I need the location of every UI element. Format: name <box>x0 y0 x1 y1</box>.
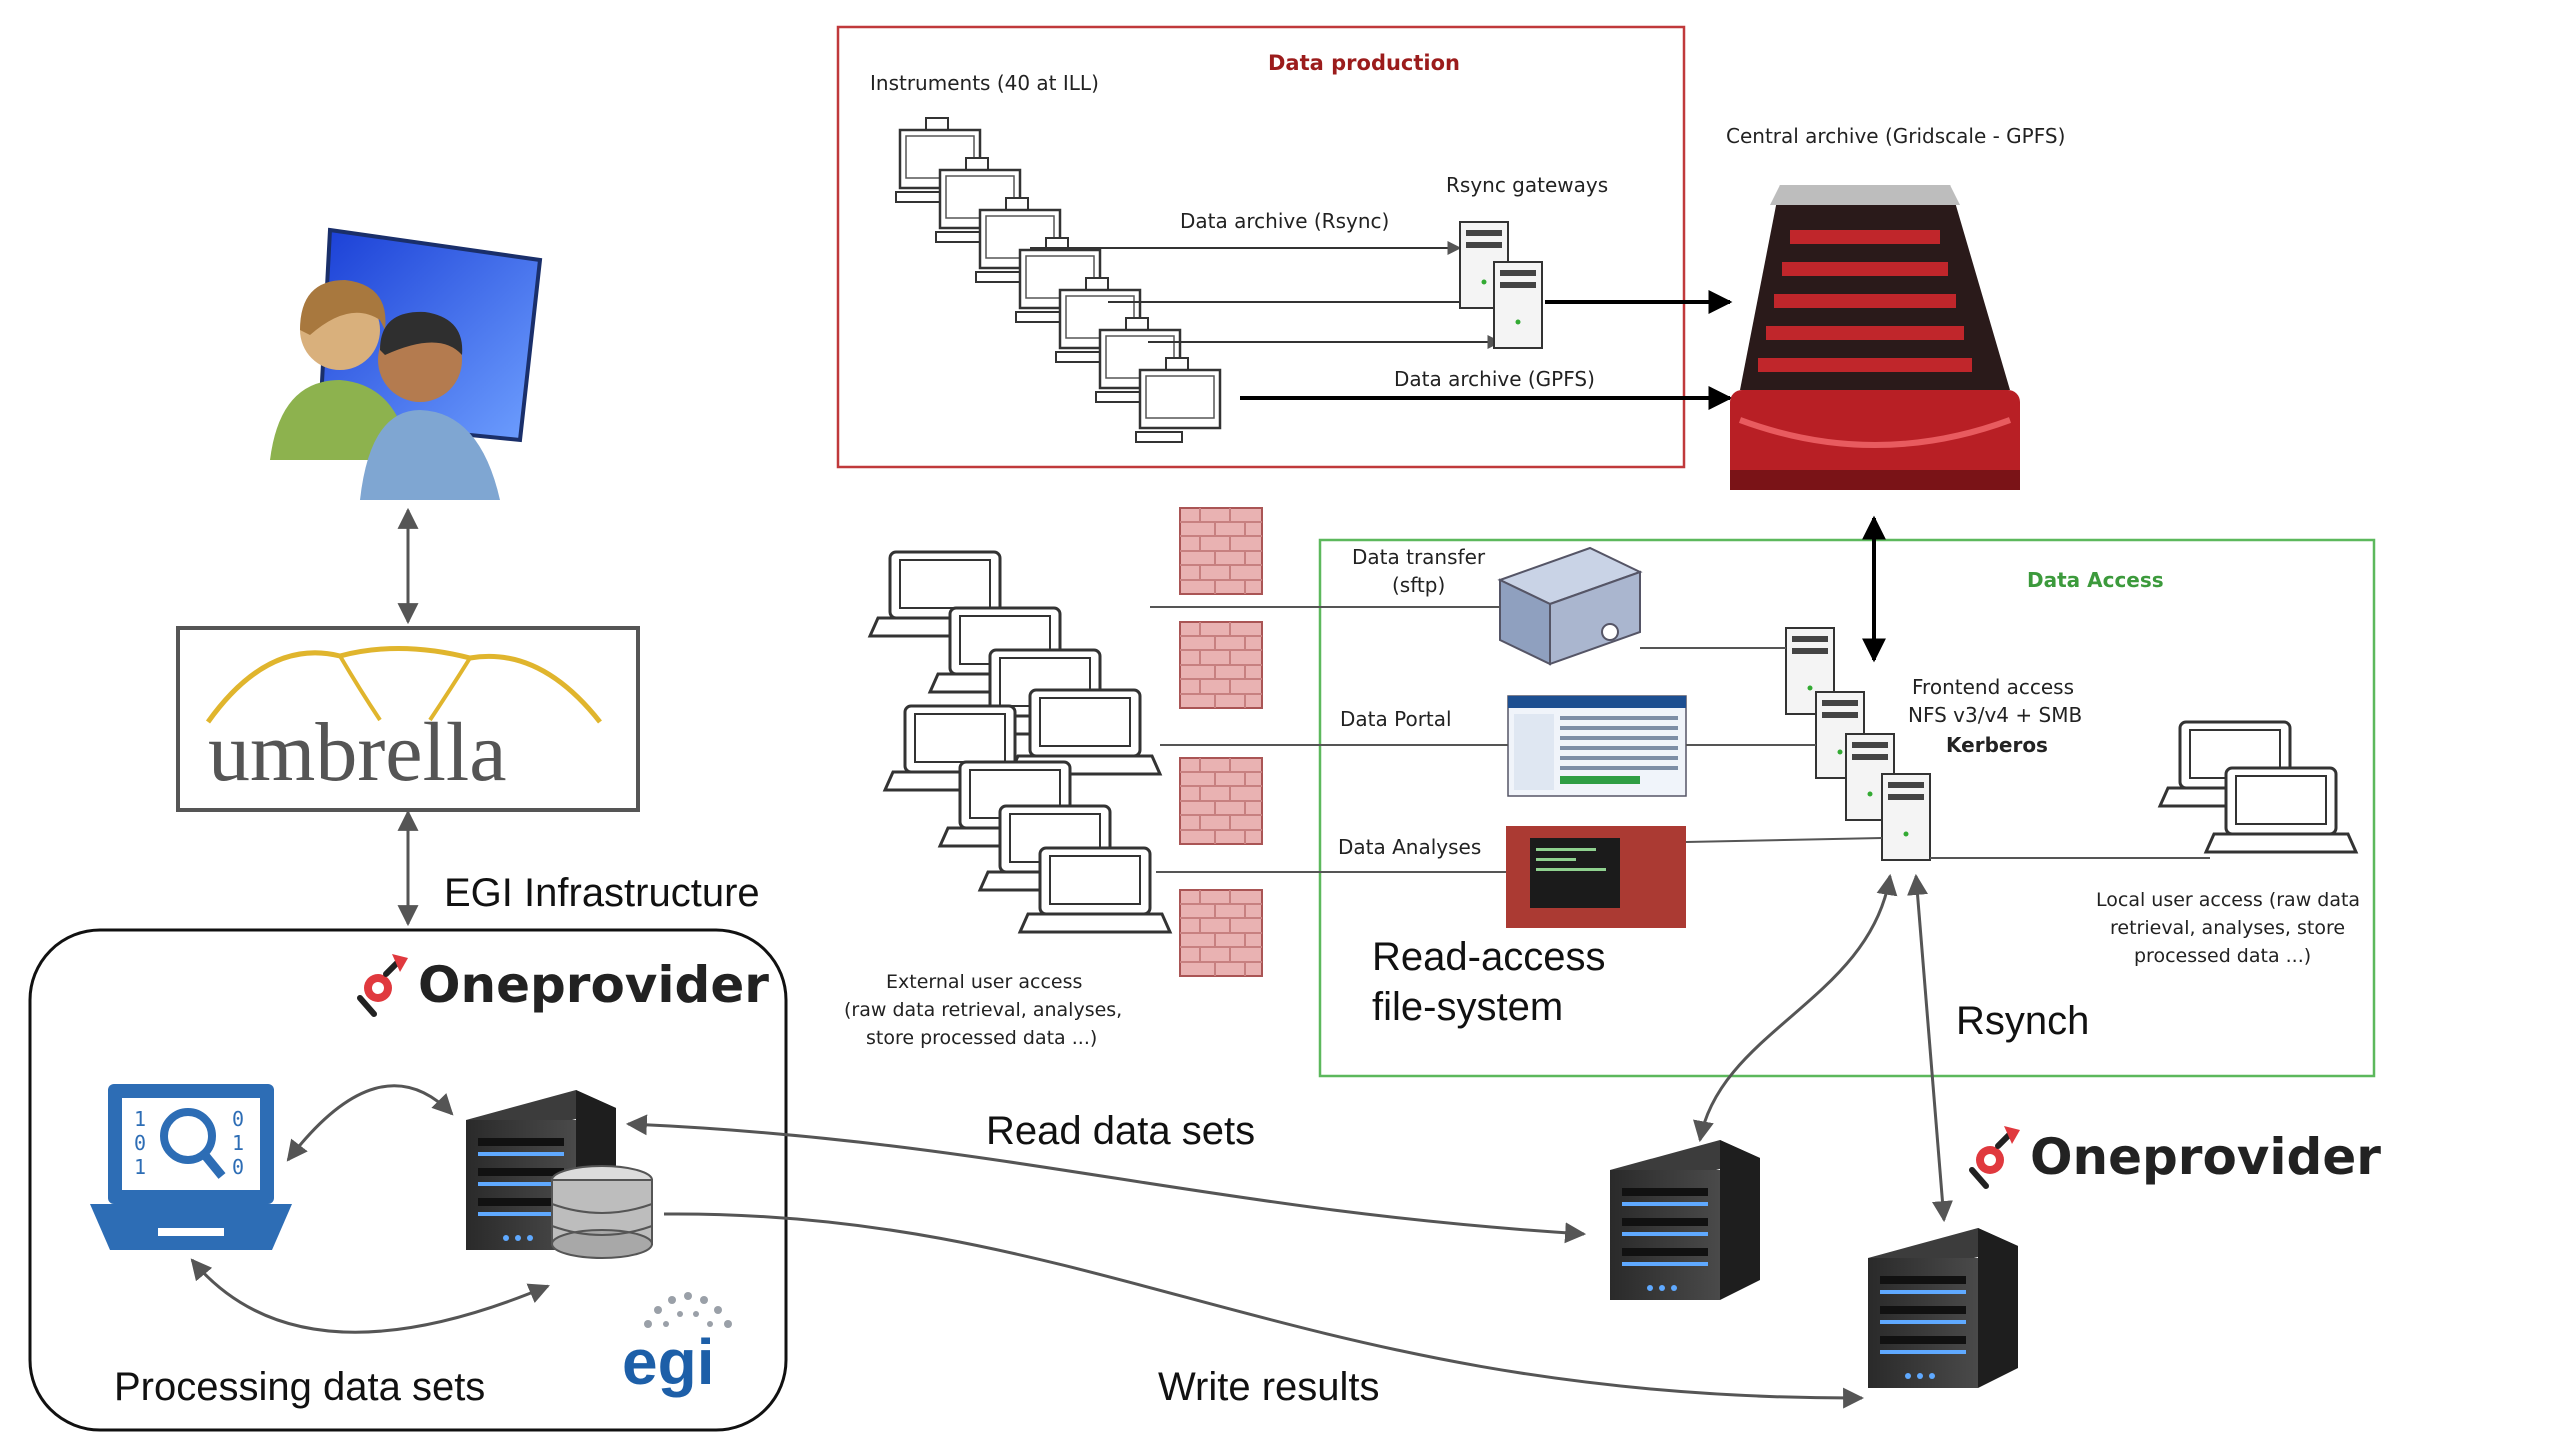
data-portal-screenshot <box>1507 695 1687 797</box>
central-archive-storage <box>1730 185 2020 490</box>
data-production-box <box>836 25 1686 469</box>
processing-arrow-top <box>286 1084 454 1162</box>
local-user-label-3: processed data ...) <box>2134 945 2311 967</box>
rsync-gateways-label: Rsync gateways <box>1446 173 1608 197</box>
umbrella-logo-text: umbrella <box>208 706 507 799</box>
svg-text:0: 0 <box>232 1155 244 1179</box>
svg-text:0: 0 <box>134 1131 146 1155</box>
access-links <box>1150 606 2210 873</box>
remote-server-1 <box>1610 1140 1760 1300</box>
processing-arrow-bottom <box>190 1258 550 1334</box>
data-production-title: Data production <box>1268 51 1460 75</box>
instrument-links <box>1030 241 1502 349</box>
frontend-label-3: Kerberos <box>1946 733 2048 757</box>
oneprovider-label-left: Oneprovider <box>418 956 769 1014</box>
umbrella-logo: umbrella <box>176 626 640 812</box>
svg-text:1: 1 <box>134 1155 146 1179</box>
svg-text:0: 0 <box>232 1107 244 1131</box>
rsync-gateway-servers <box>1459 221 1543 349</box>
oneprovider-logo-right: Oneprovider <box>1972 1126 2381 1186</box>
egi-logo: egi <box>622 1292 732 1398</box>
read-access-label-1: Read-access <box>1372 935 1605 979</box>
oneprovider-logo-left: Oneprovider <box>360 954 769 1014</box>
rsynch-arrow-2 <box>1907 873 1953 1223</box>
central-archive-label: Central archive (Gridscale - GPFS) <box>1726 124 2065 148</box>
processing-data-sets-label: Processing data sets <box>114 1365 485 1409</box>
instrument-computers <box>894 116 1222 444</box>
local-user-label-2: retrieval, analyses, store <box>2110 917 2345 939</box>
read-access-label-2: file-system <box>1372 985 1563 1029</box>
data-archive-gpfs-label: Data archive (GPFS) <box>1394 367 1595 391</box>
sftp-server <box>1497 546 1643 666</box>
users-icon <box>270 227 543 500</box>
data-access-title: Data Access <box>2027 568 2164 592</box>
egi-logo-text: egi <box>622 1326 714 1398</box>
read-data-sets-arrow <box>625 1114 1587 1244</box>
data-transfer-label-2: (sftp) <box>1392 573 1445 597</box>
local-user-laptops <box>2158 720 2358 854</box>
data-archive-rsync-label: Data archive (Rsync) <box>1180 209 1389 233</box>
remote-server-2 <box>1868 1228 2018 1388</box>
external-user-label-2: (raw data retrieval, analyses, <box>844 999 1122 1021</box>
external-user-laptops <box>868 550 1172 934</box>
external-user-label-3: store processed data ...) <box>866 1027 1097 1049</box>
svg-text:1: 1 <box>134 1107 146 1131</box>
data-portal-label: Data Portal <box>1340 707 1452 731</box>
frontend-label-2: NFS v3/v4 + SMB <box>1908 703 2082 727</box>
write-results-label: Write results <box>1158 1365 1380 1409</box>
data-transfer-label-1: Data transfer <box>1352 545 1486 569</box>
firewalls <box>1179 507 1263 977</box>
external-user-label-1: External user access <box>886 971 1082 993</box>
local-oneprovider-server <box>466 1090 653 1259</box>
local-user-label-1: Local user access (raw data <box>2096 889 2360 911</box>
data-analyses-screenshot <box>1506 826 1686 928</box>
frontend-label-1: Frontend access <box>1912 675 2074 699</box>
write-results-arrow <box>663 1212 1865 1409</box>
egi-infrastructure-label: EGI Infrastructure <box>444 871 760 915</box>
rsynch-arrow-1 <box>1693 873 1898 1143</box>
data-analyses-label: Data Analyses <box>1338 835 1481 859</box>
svg-text:1: 1 <box>232 1131 244 1155</box>
read-data-sets-label: Read data sets <box>986 1109 1255 1153</box>
oneprovider-label-right: Oneprovider <box>2030 1128 2381 1186</box>
analysis-laptop-icon: 1 0 1 0 1 0 <box>90 1084 292 1250</box>
rsynch-label: Rsynch <box>1956 999 2089 1043</box>
instruments-label: Instruments (40 at ILL) <box>870 71 1099 95</box>
